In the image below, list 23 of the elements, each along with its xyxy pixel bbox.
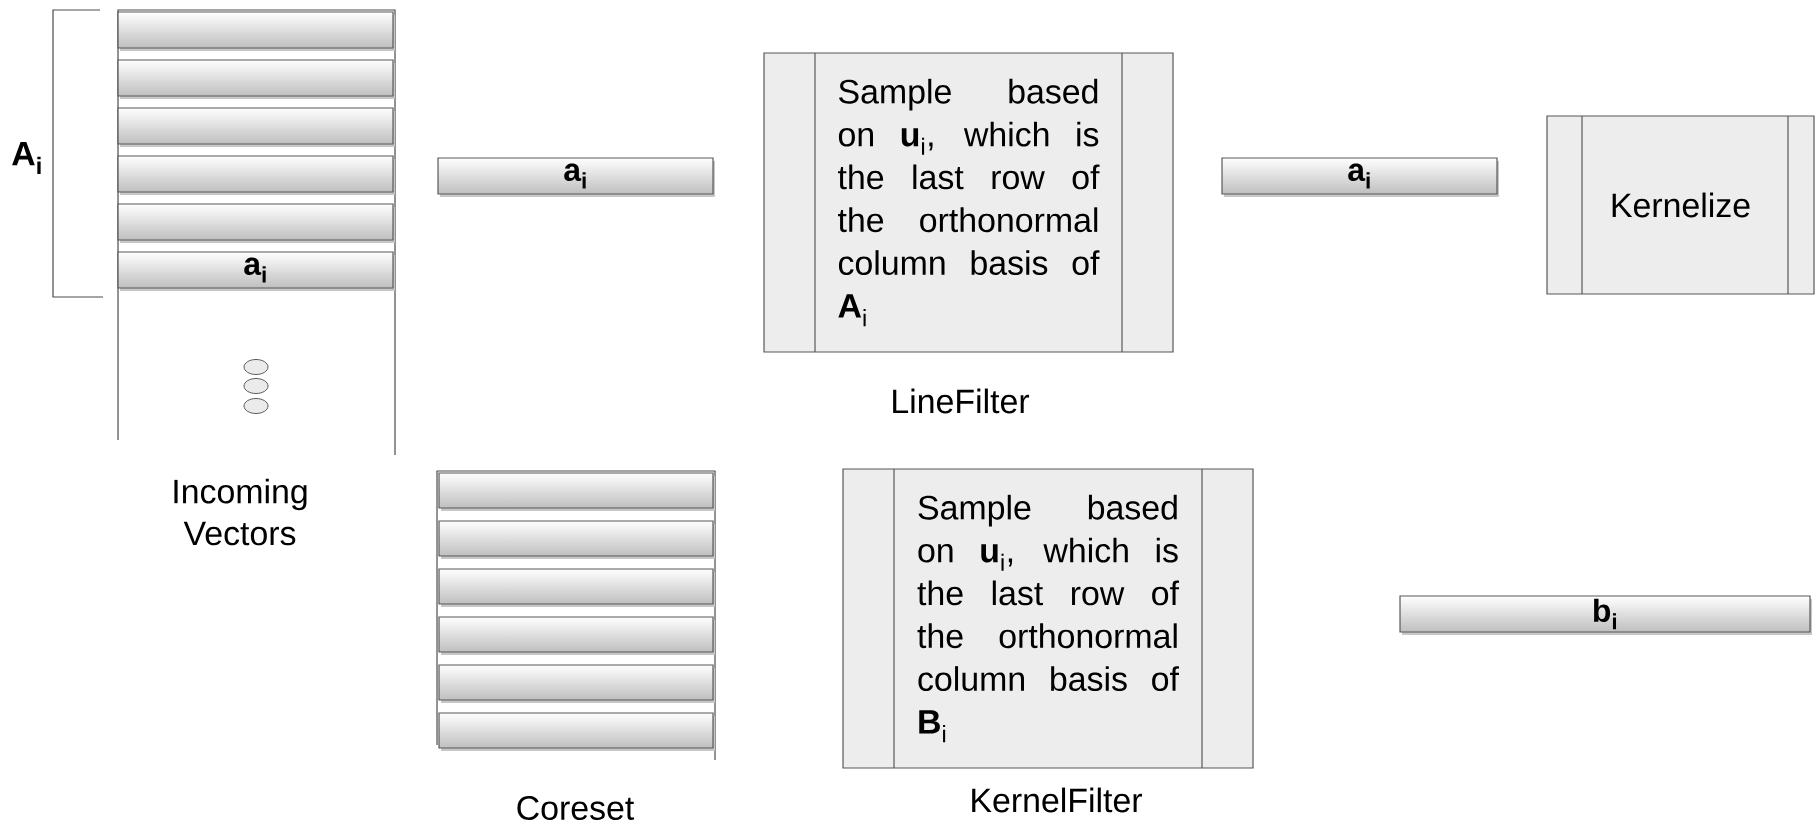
filter-box: Sample based on u$_{i}$, which is the last row of the orthonormal column basis of A$_{i}$: [763, 52, 1174, 353]
vector-bar: a$_{i}$: [1221, 157, 1499, 197]
node-label: LineFilter: [893, 388, 1030, 414]
vector-bar: [117, 155, 395, 195]
matrix-label: A$_{i}$: [12, 142, 41, 174]
vector-bar: [438, 472, 715, 511]
vector-bar: [117, 107, 395, 147]
node-label: Incoming Vectors: [174, 478, 307, 546]
vector-bar: [117, 59, 395, 99]
filter-box: Kernelize: [1546, 115, 1815, 295]
vector-bar: [438, 520, 715, 559]
node-label: KernelFilter: [972, 787, 1142, 813]
vector-bar: [117, 203, 395, 243]
vector-bar: [117, 11, 395, 51]
vector-bar: [438, 712, 715, 751]
vector-bar: a$_{i}$: [437, 157, 715, 197]
filter-box: Sample based on u$_{i}$, which is the last row of the orthonormal column basis of B$_{i}$: [842, 468, 1254, 769]
vector-bar: [438, 664, 715, 703]
vector-bar: [438, 568, 715, 607]
vector-bar: b$_{i}$: [1399, 595, 1812, 635]
node-label: Coreset: [517, 796, 635, 820]
vector-bar: [438, 616, 715, 655]
vector-bar: a$_{i}$: [117, 251, 395, 291]
